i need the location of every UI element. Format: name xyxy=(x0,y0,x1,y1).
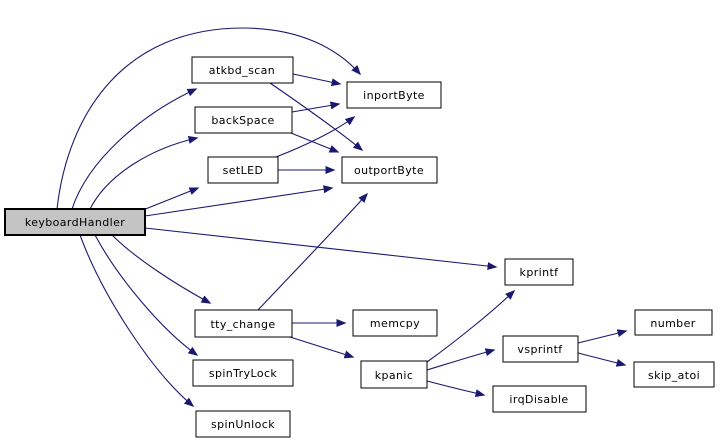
node-label-inportByte: inportByte xyxy=(363,89,425,102)
edge-keyboardHandler-setLED xyxy=(142,187,200,211)
node-irqDisable[interactable]: irqDisable xyxy=(492,385,587,413)
edge-keyboardHandler-outportByte xyxy=(144,185,334,217)
node-label-keyboardHandler: keyboardHandler xyxy=(25,216,125,229)
edge-keyboardHandler-spinUnlock xyxy=(79,234,195,407)
edge-keyboardHandler-spinTryLock xyxy=(94,234,199,356)
edge-tty_change-kpanic xyxy=(289,336,355,359)
node-box-irqDisable xyxy=(492,385,587,413)
node-spinTryLock[interactable]: spinTryLock xyxy=(192,359,294,387)
node-box-atkbd_scan xyxy=(191,56,294,84)
node-box-vsprintf xyxy=(502,335,579,363)
edge-keyboardHandler-kprintf xyxy=(144,227,498,271)
edge-vsprintf-number xyxy=(577,329,628,344)
node-label-vsprintf: vsprintf xyxy=(517,343,563,356)
edge-keyboardHandler-atkbd_scan xyxy=(71,88,198,210)
node-number[interactable]: number xyxy=(634,309,713,336)
edge-backSpace-inportByte xyxy=(291,101,341,113)
node-label-tty_change: tty_change xyxy=(210,318,275,331)
node-label-number: number xyxy=(650,317,695,330)
node-label-outportByte: outportByte xyxy=(354,164,424,177)
node-box-kprintf xyxy=(504,258,574,286)
node-kprintf[interactable]: kprintf xyxy=(504,258,574,286)
node-vsprintf[interactable]: vsprintf xyxy=(502,335,579,363)
node-label-setLED: setLED xyxy=(223,164,264,177)
node-label-irqDisable: irqDisable xyxy=(509,393,568,406)
node-label-skip_atoi: skip_atoi xyxy=(648,369,700,382)
node-backSpace[interactable]: backSpace xyxy=(194,106,293,134)
node-box-setLED xyxy=(207,156,279,184)
node-outportByte[interactable]: outportByte xyxy=(341,156,438,184)
node-label-memcpy: memcpy xyxy=(370,317,420,330)
edges-layer xyxy=(56,27,628,407)
node-label-spinUnlock: spinUnlock xyxy=(211,418,275,431)
node-spinUnlock[interactable]: spinUnlock xyxy=(195,410,291,438)
node-label-kprintf: kprintf xyxy=(520,266,560,279)
edge-keyboardHandler-backSpace xyxy=(89,135,199,210)
edge-kpanic-kprintf xyxy=(426,289,516,363)
edge-keyboardHandler-tty_change xyxy=(111,234,212,304)
node-box-backSpace xyxy=(194,106,293,134)
node-kpanic[interactable]: kpanic xyxy=(360,360,428,389)
node-box-number xyxy=(634,309,713,336)
node-skip_atoi[interactable]: skip_atoi xyxy=(633,361,715,388)
edge-kpanic-vsprintf xyxy=(426,348,496,371)
node-label-backSpace: backSpace xyxy=(211,114,274,127)
node-box-spinTryLock xyxy=(192,359,294,387)
node-label-kpanic: kpanic xyxy=(375,369,414,382)
node-atkbd_scan[interactable]: atkbd_scan xyxy=(191,56,294,84)
edge-atkbd_scan-inportByte xyxy=(292,73,342,87)
node-box-inportByte xyxy=(346,81,442,109)
node-box-kpanic xyxy=(360,360,428,389)
node-memcpy[interactable]: memcpy xyxy=(352,309,438,337)
node-box-tty_change xyxy=(194,309,293,338)
nodes-layer: keyboardHandler atkbd_scan backSpace set… xyxy=(4,56,715,438)
node-tty_change[interactable]: tty_change xyxy=(194,309,293,338)
node-inportByte[interactable]: inportByte xyxy=(346,81,442,109)
node-box-keyboardHandler xyxy=(4,208,146,236)
node-box-outportByte xyxy=(341,156,438,184)
node-keyboardHandler[interactable]: keyboardHandler xyxy=(4,208,146,236)
node-label-atkbd_scan: atkbd_scan xyxy=(209,64,275,77)
edge-keyboardHandler-inportByte xyxy=(56,27,361,210)
edge-tty_change-outportByte xyxy=(257,192,368,311)
edge-kpanic-irqDisable xyxy=(426,380,486,398)
node-box-skip_atoi xyxy=(633,361,715,388)
node-box-memcpy xyxy=(352,309,438,337)
edge-vsprintf-skip_atoi xyxy=(577,352,627,367)
edge-atkbd_scan-outportByte xyxy=(269,82,364,151)
edge-setLED-inportByte xyxy=(275,116,356,158)
edge-backSpace-outportByte xyxy=(290,132,340,153)
node-setLED[interactable]: setLED xyxy=(207,156,279,184)
node-label-spinTryLock: spinTryLock xyxy=(209,367,278,380)
node-box-spinUnlock xyxy=(195,410,291,438)
